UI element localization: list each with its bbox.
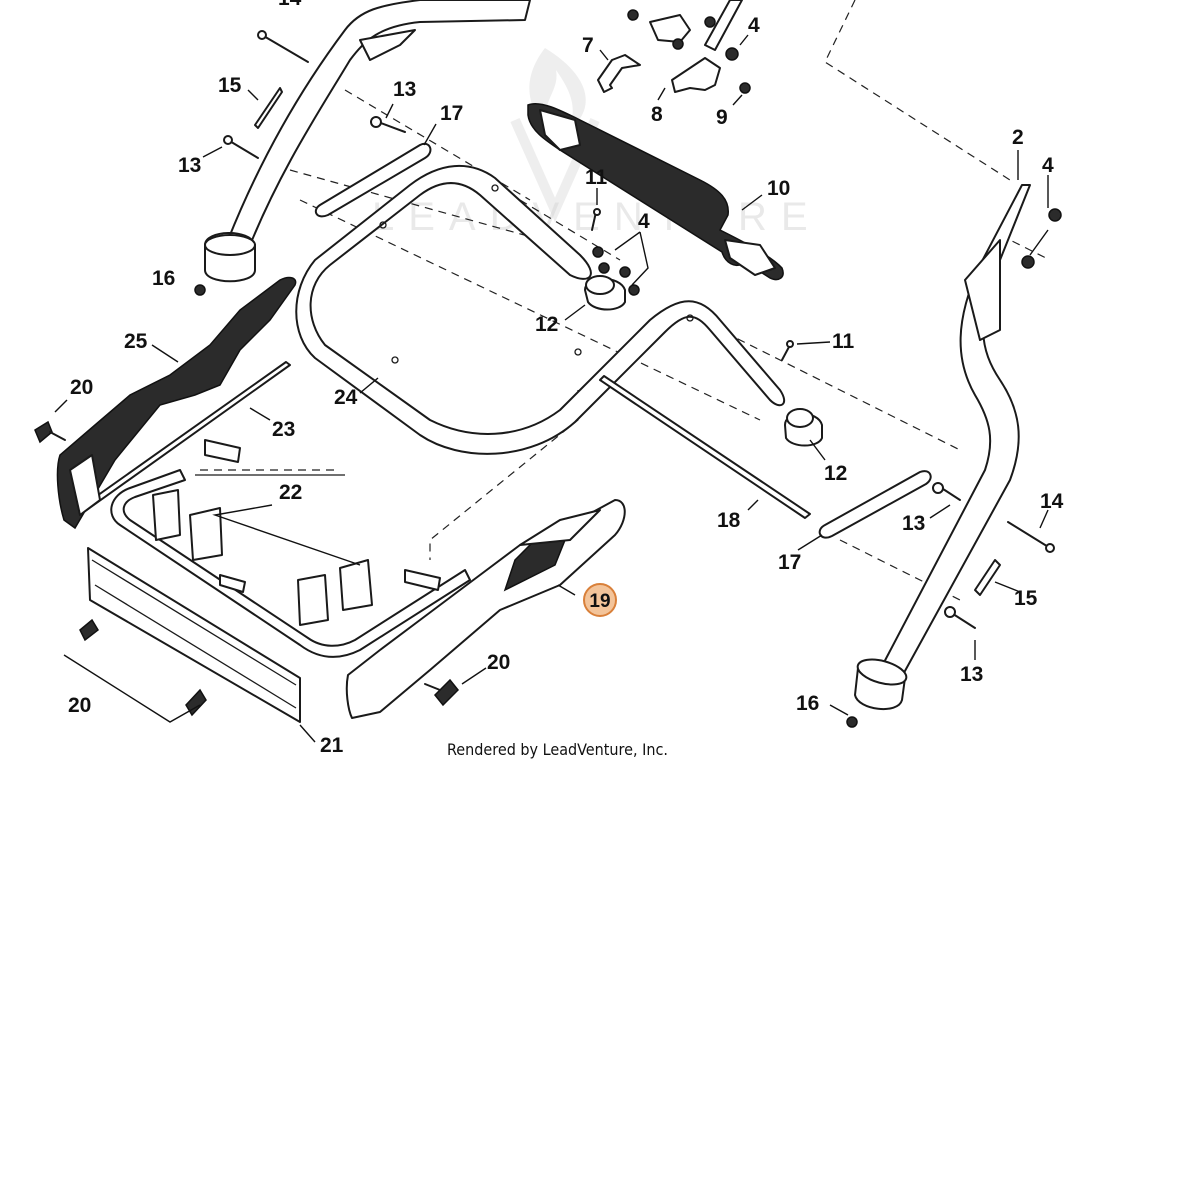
callout-labels: 14 15 13 17 13 16 25 20 23 24 22 20 21 7… [68,0,1064,757]
callout-2: 2 [1012,126,1024,149]
callout-16-right: 16 [796,692,819,715]
wing-knobs [34,420,460,717]
highlight-circle[interactable] [583,583,617,617]
callout-25: 25 [124,330,148,353]
callout-9: 9 [716,106,728,129]
callout-11-right: 11 [832,330,855,353]
callout-17-bottom: 17 [778,551,801,574]
grab-handle-left [56,276,297,530]
lower-frame [110,469,471,658]
grab-handle-right [345,499,626,719]
callout-13-left: 13 [178,154,201,177]
leader-lines [54,34,1049,743]
watermark-text: LEADVENTURE [372,195,822,239]
callout-12-left: 12 [535,313,558,336]
callout-10: 10 [767,177,790,200]
lower-plate [87,547,301,723]
callout-23: 23 [272,418,295,441]
knobs [584,275,823,447]
callout-7: 7 [582,34,594,57]
left-handle-tube [204,0,531,283]
right-handle-tube [854,184,1031,711]
fasteners [194,30,1062,728]
callout-13-top: 13 [393,78,416,101]
control-bracket-parts [597,0,751,94]
callout-24: 24 [334,386,358,409]
callout-21: 21 [320,734,344,757]
callout-15-left: 15 [218,74,242,97]
callout-17-top: 17 [440,102,463,125]
callout-14-top: 14 [278,0,302,10]
callout-13-bottom: 13 [960,663,983,686]
callout-20-bottom-left: 20 [68,694,91,717]
highlight-label[interactable]: 19 [589,591,610,612]
callout-22: 22 [279,481,302,504]
callout-20-right: 20 [487,651,510,674]
callout-4-mid: 4 [638,210,650,233]
callout-4-top: 4 [748,14,760,37]
render-credit: Rendered by LeadVenture, Inc. [447,740,668,759]
callout-15-right: 15 [1014,587,1038,610]
callout-4-right: 4 [1042,154,1054,177]
callout-14-right: 14 [1040,490,1064,513]
clips [152,439,441,626]
cross-rods [69,361,811,520]
callout-13-right: 13 [902,512,925,535]
callout-11-top: 11 [585,166,608,189]
console-bracket [527,103,784,281]
link-bars [314,142,932,539]
callout-12-right: 12 [824,462,847,485]
callout-20-left: 20 [70,376,93,399]
callout-8: 8 [651,103,663,126]
callout-16-left: 16 [152,267,175,290]
callout-18: 18 [717,509,741,532]
highlighted-callout-19[interactable]: 19 [583,583,617,617]
u-bar-frame [295,165,786,455]
